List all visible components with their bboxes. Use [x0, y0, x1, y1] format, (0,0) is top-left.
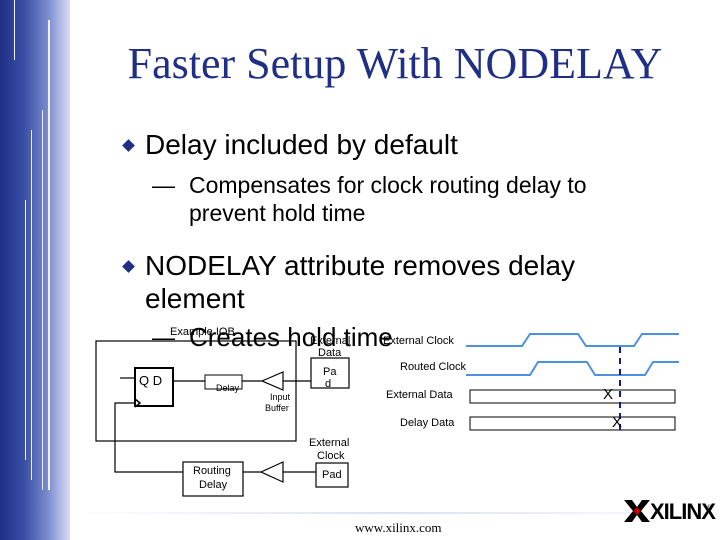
decorative-line: [48, 20, 50, 490]
routed-clock-waveform: [466, 361, 679, 376]
slide-title: Faster Setup With NODELAY: [127, 39, 663, 88]
external-clock-signal-label: External Clock: [383, 335, 454, 347]
example-iob-label: Example IOB: [170, 326, 235, 338]
sub-bullet-dash: —: [152, 324, 175, 350]
delay-label: Delay: [216, 383, 240, 393]
data-pad: [310, 357, 350, 389]
external-clock-label: External: [309, 437, 350, 449]
decorative-sidebar: [0, 0, 70, 540]
xilinx-logo-icon: [624, 500, 650, 522]
external-data-signal-label: External Data: [386, 389, 453, 401]
clock-pad: [315, 462, 349, 488]
external-data-label: External: [310, 335, 351, 347]
routed-clock-signal-label: Routed Clock: [400, 361, 467, 373]
external-data-label: Data: [318, 347, 342, 359]
bullet-text: NODELAY attribute removes delay: [145, 250, 576, 281]
sub-bullet-dash: —: [152, 172, 175, 198]
data-transition-x: X: [612, 414, 623, 431]
decorative-line: [42, 110, 43, 490]
sub-bullet-text: Compensates for clock routing delay to: [189, 172, 587, 198]
input-buffer-label: Input: [270, 392, 291, 402]
data-pad-label: Pa: [323, 366, 337, 378]
delay-box: [204, 374, 243, 390]
decorative-line: [14, 0, 15, 60]
footer-divider: [70, 512, 720, 514]
routing-delay-label: Routing: [193, 465, 231, 477]
external-clock-waveform: [466, 333, 679, 347]
external-clock-label: Clock: [317, 450, 345, 462]
clock-pad-label: Pad: [322, 469, 342, 481]
data-pad-label: d: [325, 378, 332, 390]
iob-box: [95, 340, 297, 442]
data-transition-x: X: [603, 386, 614, 403]
clock-input-notch: [134, 398, 142, 408]
sub-bullet-text: prevent hold time: [189, 200, 366, 226]
bullet-text: Delay included by default: [145, 129, 458, 160]
footer-url: www.xilinx.com: [355, 520, 442, 535]
routing-delay-box: [182, 461, 244, 497]
decorative-line: [31, 130, 32, 480]
bullet-text: element: [145, 283, 245, 314]
routing-delay-label: Delay: [199, 479, 228, 491]
sub-bullet-text: Creates hold time: [189, 322, 393, 352]
external-data-bar: [469, 389, 676, 404]
delay-data-bar: [469, 416, 676, 431]
flip-flop-label: Q D: [139, 373, 163, 388]
registered-mark: ®: [707, 505, 713, 512]
xilinx-logo-text: XILINX: [650, 499, 716, 524]
decorative-line: [25, 200, 26, 460]
input-buffer-label: Buffer: [265, 403, 289, 413]
flip-flop: [134, 367, 174, 407]
delay-data-signal-label: Delay Data: [400, 417, 455, 429]
